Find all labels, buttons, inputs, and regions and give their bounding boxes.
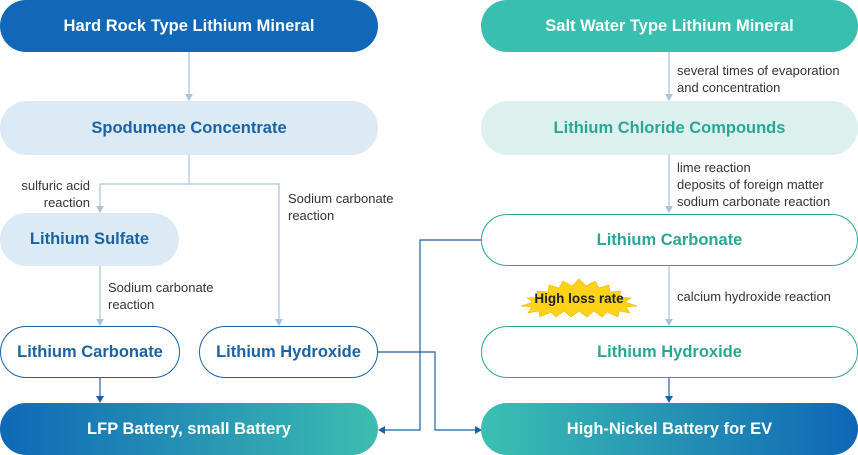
arrow-left-hydroxide-to-ev [377, 351, 482, 434]
node-ev-battery: High-Nickel Battery for EV [481, 403, 858, 455]
label-calcium-hydroxide: calcium hydroxide reaction [677, 289, 831, 304]
starburst-icon [520, 278, 638, 318]
node-left-lithium-carbonate: Lithium Carbonate [0, 326, 180, 378]
arrow-concentrate-split [96, 155, 190, 213]
high-loss-rate-badge: High loss rate [518, 278, 640, 318]
node-right-lithium-hydroxide: Lithium Hydroxide [481, 326, 858, 378]
node-lithium-sulfate: Lithium Sulfate [0, 213, 179, 266]
node-lfp-battery: LFP Battery, small Battery [0, 403, 378, 455]
node-salt-water-source: Salt Water Type Lithium Mineral [481, 0, 858, 52]
label-lime-reaction: lime reaction deposits of foreign matter… [677, 160, 831, 209]
label-evaporation: several times of evaporation and concent… [677, 63, 840, 95]
node-spodumene-concentrate: Spodumene Concentrate [0, 101, 378, 155]
node-right-lithium-carbonate: Lithium Carbonate [481, 214, 858, 266]
arrow-right-carbonate-to-lfp [378, 239, 482, 434]
node-left-lithium-hydroxide: Lithium Hydroxide [199, 326, 378, 378]
label-sulfuric-acid: sulfuric acid reaction [21, 178, 90, 210]
node-hard-rock-source: Hard Rock Type Lithium Mineral [0, 0, 378, 52]
label-sodium-carbonate-right: Sodium carbonate reaction [288, 191, 394, 223]
arrow-concentrate-to-hydroxide [189, 183, 283, 326]
label-sodium-carbonate-mid: Sodium carbonate reaction [108, 280, 214, 312]
badge-text: High loss rate [534, 290, 624, 306]
node-lithium-chloride: Lithium Chloride Compounds [481, 101, 858, 155]
